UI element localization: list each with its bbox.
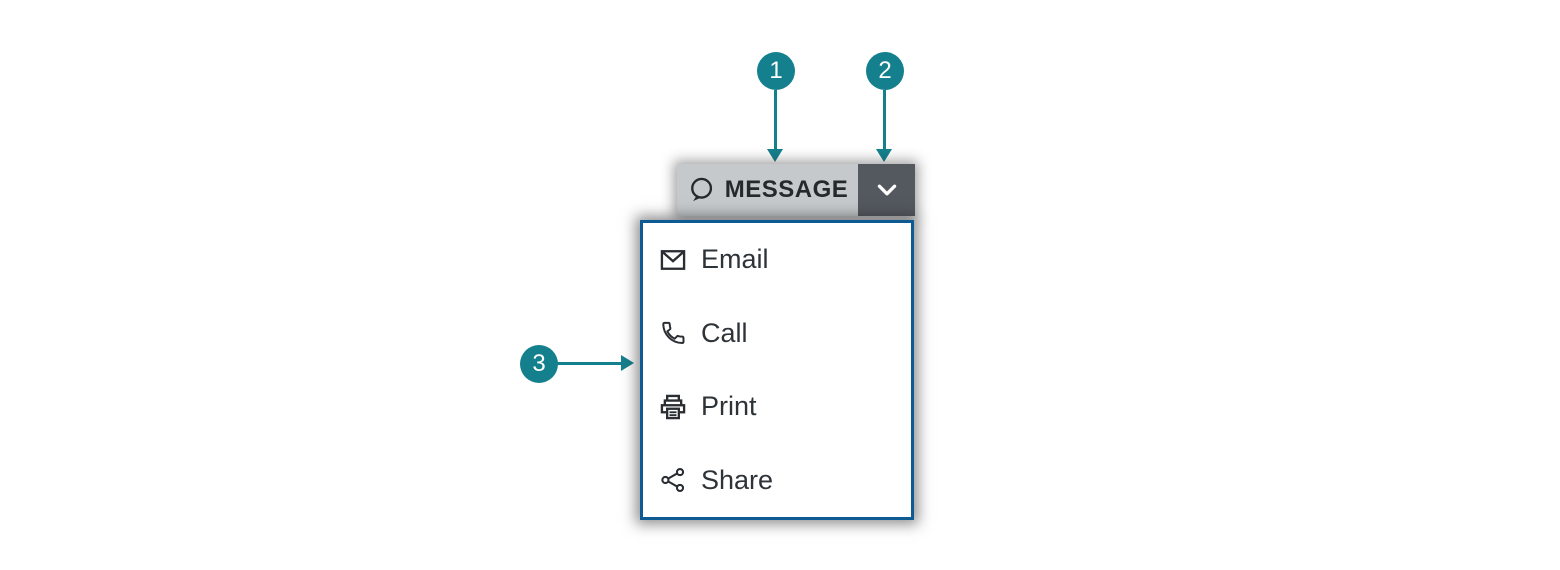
speech-bubble-icon xyxy=(687,176,715,204)
dropdown-arrow-button[interactable] xyxy=(858,164,915,216)
menu-item-label: Share xyxy=(701,464,774,495)
callout-2-badge: 2 xyxy=(866,52,904,90)
callout-3-arrow xyxy=(557,362,621,365)
share-icon xyxy=(659,466,687,494)
callout-2-arrow xyxy=(883,90,886,150)
menu-item-print[interactable]: Print xyxy=(643,370,911,444)
menu-item-label: Email xyxy=(701,244,769,275)
message-button[interactable]: MESSAGE xyxy=(677,164,858,216)
phone-icon xyxy=(659,319,687,347)
split-button: MESSAGE xyxy=(677,164,915,216)
callout-3-badge: 3 xyxy=(520,345,558,383)
callout-3-arrowhead xyxy=(621,355,634,371)
menu-item-label: Print xyxy=(701,391,757,422)
callout-1-badge: 1 xyxy=(757,52,795,90)
printer-icon xyxy=(659,393,687,421)
menu-item-call[interactable]: Call xyxy=(643,296,911,370)
chevron-down-icon xyxy=(874,177,900,203)
callout-2-arrowhead xyxy=(876,149,892,162)
callout-1-arrowhead xyxy=(767,149,783,162)
menu-item-email[interactable]: Email xyxy=(643,223,911,297)
menu-item-label: Call xyxy=(701,317,748,348)
callout-1-arrow xyxy=(774,90,777,150)
dropdown-menu: Email Call Print xyxy=(640,220,914,520)
email-icon xyxy=(659,246,687,274)
message-button-label: MESSAGE xyxy=(724,176,849,203)
menu-item-share[interactable]: Share xyxy=(643,443,911,517)
